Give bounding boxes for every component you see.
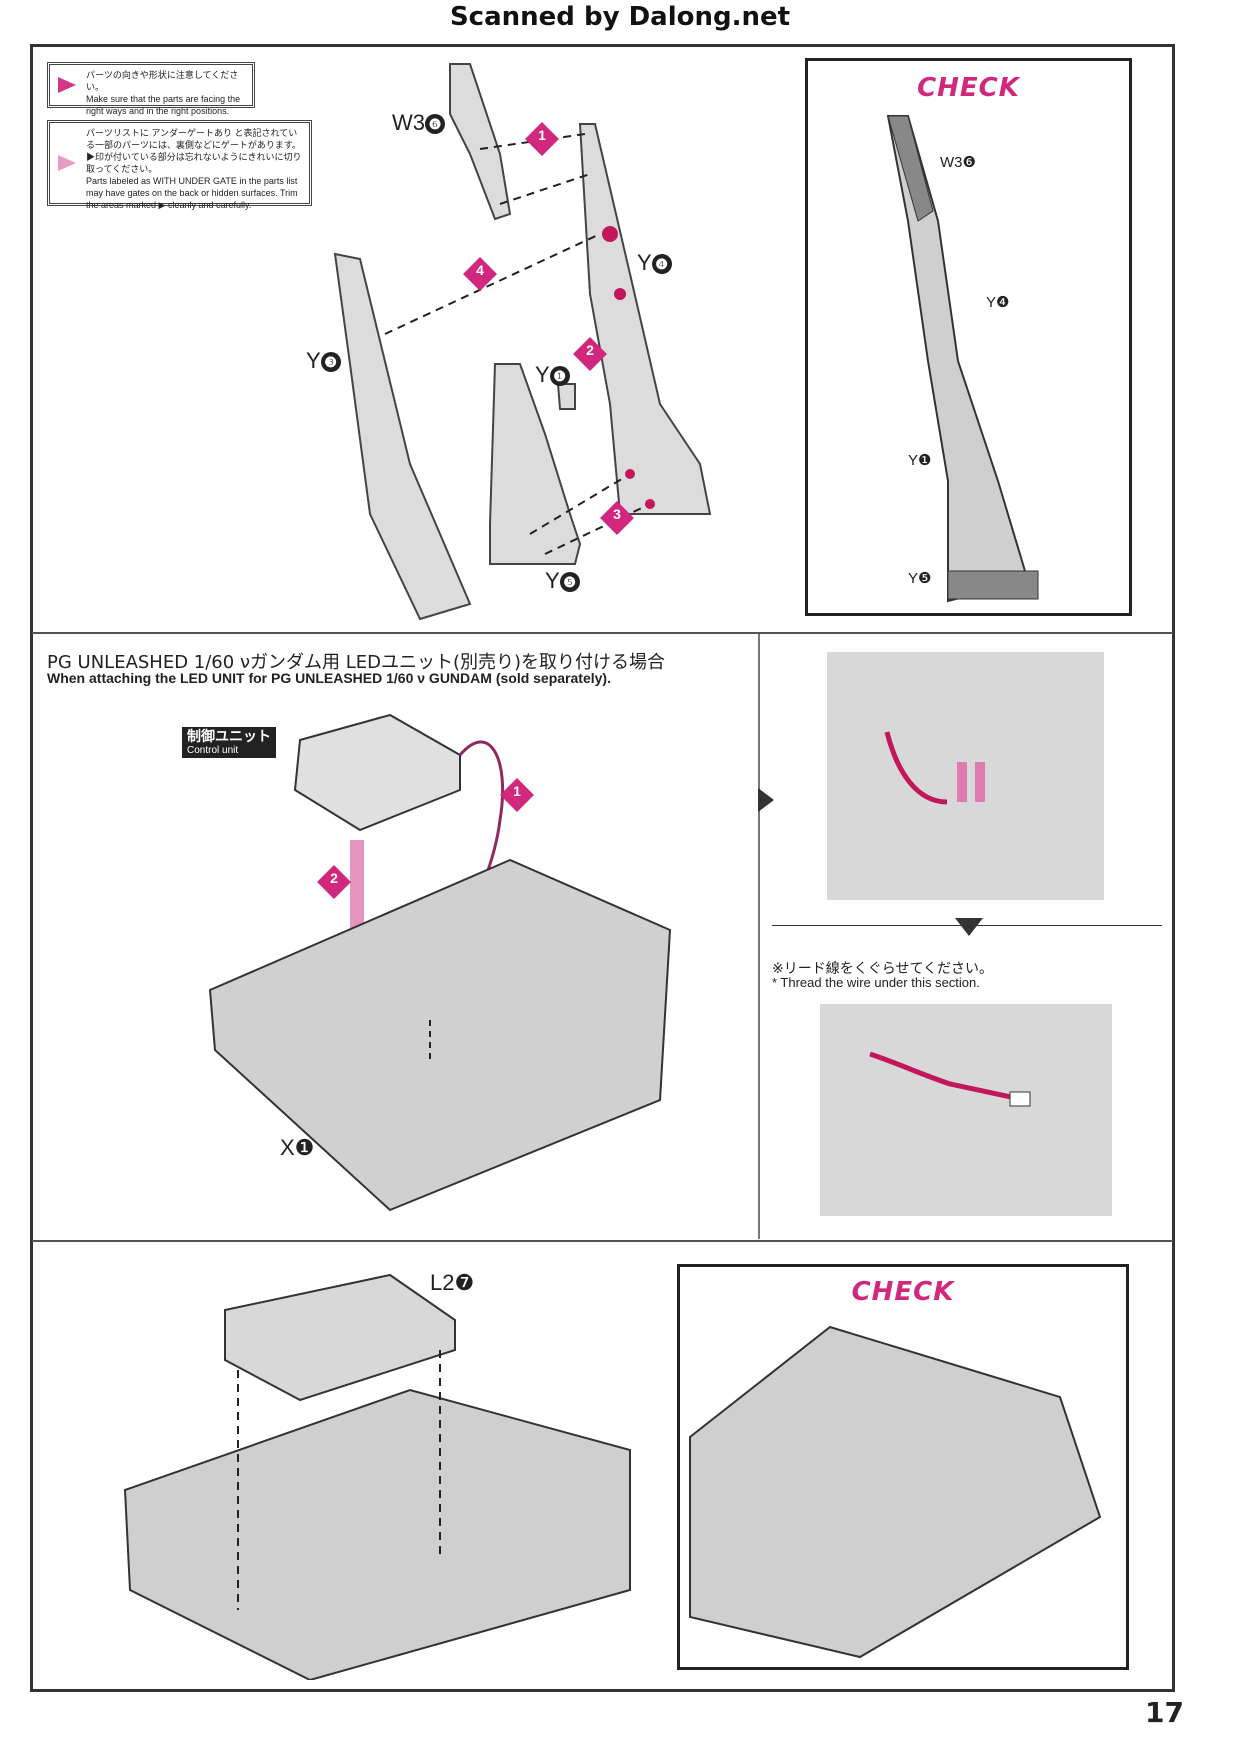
check-label-y5: Y❺ (908, 570, 932, 587)
pink-arrow-icon (58, 77, 76, 93)
step-2-marker: 2 (317, 865, 351, 899)
detail-image-connector (827, 652, 1104, 900)
base-assembly (123, 1388, 631, 1680)
note-jp: パーツの向きや形状に注意してください。 (86, 70, 239, 92)
control-unit-box (293, 713, 461, 832)
arrow-right-icon (758, 788, 774, 812)
note-en: Make sure that the parts are facing the … (86, 94, 241, 116)
page-number: 17 (1145, 1696, 1184, 1729)
part-y4 (578, 123, 712, 515)
arrow-down-icon (955, 918, 983, 936)
check-assembled-part (886, 115, 1039, 603)
step-2-marker: 2 (573, 337, 607, 371)
step-1-marker: 1 (500, 778, 534, 812)
part-y1 (556, 383, 576, 410)
cover-install-diagram (123, 1273, 631, 1680)
led-section-title-jp: PG UNLEASHED 1/60 νガンダム用 LEDユニット(別売り)を取り… (47, 652, 666, 673)
cover-l2-7 (224, 1273, 456, 1402)
middle-vertical-divider (758, 634, 760, 1239)
page-frame (30, 44, 1175, 1692)
check-label-y1: Y❶ (908, 452, 932, 469)
scan-credit: Scanned by Dalong.net (449, 2, 791, 32)
label-l2-7: L2❼ (430, 1270, 475, 1295)
top-assembly-diagram (333, 63, 712, 621)
led-section-title-en: When attaching the LED UNIT for PG UNLEA… (47, 670, 611, 686)
note-en: Parts labeled as WITH UNDER GATE in the … (86, 176, 298, 210)
note-jp: パーツリストに アンダーゲートあり と表記されている一部のパーツには、裏側などに… (86, 128, 302, 174)
check-box-bottom: CHECK (677, 1264, 1129, 1670)
wire-note-jp: ※リード線をくぐらせてください。 (772, 961, 994, 977)
pink-triangle-icon (58, 155, 76, 171)
step-3-marker: 3 (600, 501, 634, 535)
check-box-top: CHECK W3❻ Y❹ Y❶ Y❺ (805, 58, 1132, 616)
section-divider (32, 632, 1173, 634)
check-title: CHECK (851, 1277, 955, 1307)
step-4-marker: 4 (463, 257, 497, 291)
check-label-y4: Y❹ (986, 294, 1010, 311)
check-assembled-base (689, 1325, 1102, 1659)
part-w3-6 (449, 63, 512, 221)
led-install-diagram (208, 713, 672, 1212)
part-y3 (333, 252, 472, 621)
detail-image-wire-routing (820, 1004, 1112, 1216)
check-title: CHECK (917, 73, 1020, 103)
section-divider (32, 1240, 1173, 1242)
part-y5 (489, 363, 582, 565)
base-x1 (208, 858, 672, 1212)
check-label-w3-6: W3❻ (940, 154, 976, 171)
under-gate-note: パーツリストに アンダーゲートあり と表記されている一部のパーツには、裏側などに… (47, 120, 312, 210)
step-1-marker: 1 (525, 122, 559, 156)
orientation-note: パーツの向きや形状に注意してください。 Make sure that the p… (47, 62, 255, 116)
wire-note-en: * Thread the wire under this section. (772, 975, 980, 990)
label-x1: X❶ (280, 1135, 315, 1160)
